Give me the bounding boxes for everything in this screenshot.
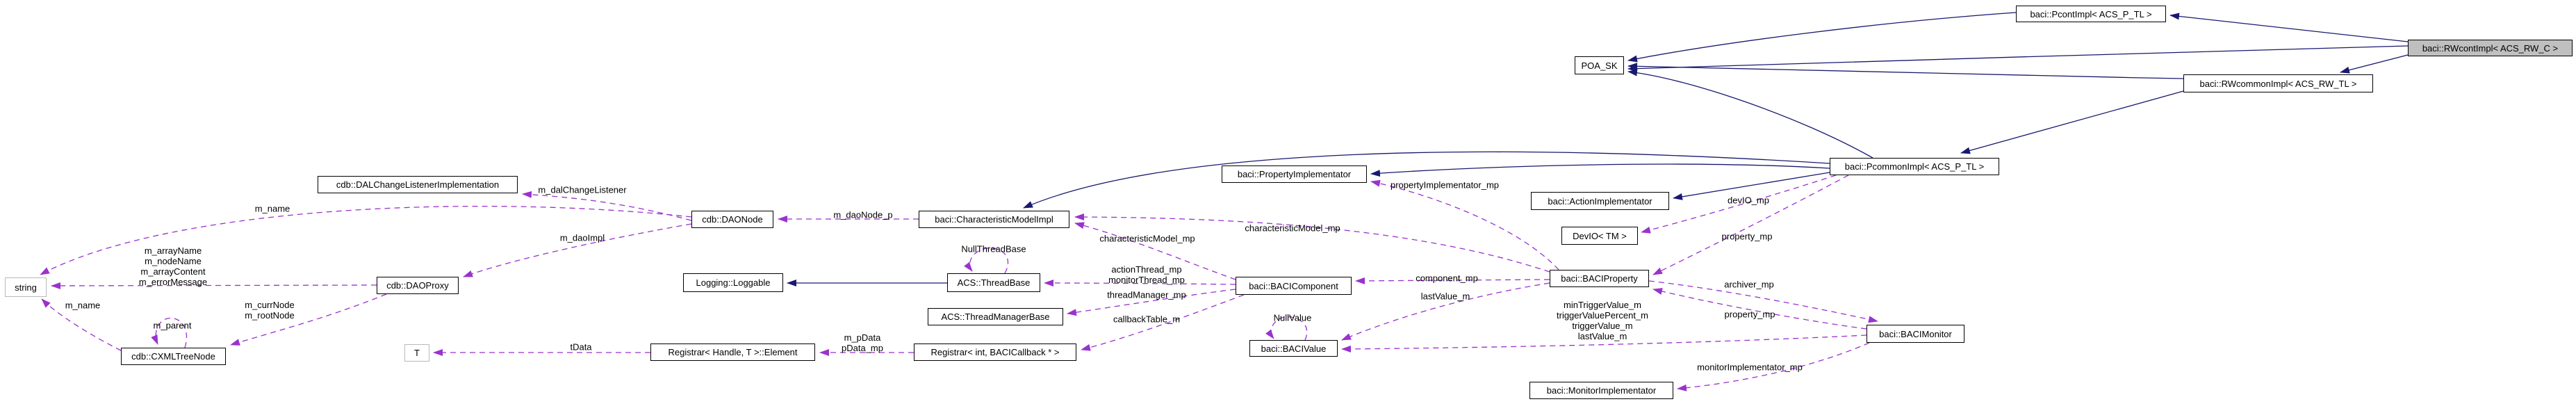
class-node-t[interactable]: T <box>404 344 429 362</box>
edge-rwcont-impl-to-poa-sk <box>1627 45 2409 72</box>
edge-baci-property-to-characteristic-model-impl <box>1074 213 1550 273</box>
edge-dao-proxy-to-cxml-tree-node <box>230 293 387 346</box>
edge-label: m_daoNode_p <box>833 209 893 220</box>
class-node-registrar-int[interactable]: Registrar< int, BACICallback * > <box>914 344 1076 361</box>
edge-label: m_pData pData_mp <box>842 332 883 353</box>
class-node-rwcont-impl[interactable]: baci::RWcontImpl< ACS_RW_C > <box>2408 40 2573 56</box>
class-node-thread-manager-base[interactable]: ACS::ThreadManagerBase <box>928 308 1063 325</box>
class-node-baci-monitor[interactable]: baci::BACIMonitor <box>1867 325 1964 343</box>
class-node-baci-value[interactable]: baci::BACIValue <box>1249 340 1338 357</box>
edge-baci-component-to-registrar-int <box>1081 294 1245 351</box>
edge-pcommon-impl-to-property-implementator <box>1370 163 1830 177</box>
class-node-baci-component[interactable]: baci::BACIComponent <box>1236 277 1352 295</box>
edge-baci-property-to-baci-component <box>1355 277 1550 284</box>
edge-label: component_mp <box>1416 273 1478 284</box>
edge-baci-property-to-baci-monitor <box>1648 280 1878 323</box>
edge-label: archiver_mp <box>1724 279 1774 290</box>
edge-label: NullThreadBase <box>961 243 1026 254</box>
class-node-dao-node[interactable]: cdb::DAONode <box>691 211 773 228</box>
class-node-string[interactable]: string <box>5 277 47 297</box>
edge-label: propertyImplementator_mp <box>1390 179 1500 191</box>
edge-label: m_parent <box>153 320 192 331</box>
edge-baci-monitor-to-baci-value <box>1341 334 1867 353</box>
edge-pcommon-impl-to-baci-property <box>1652 175 1849 275</box>
class-node-pcont-impl[interactable]: baci::PcontImpl< ACS_P_TL > <box>2016 6 2166 22</box>
class-node-monitor-implementator[interactable]: baci::MonitorImplementator <box>1529 382 1673 399</box>
edge-label: minTriggerValue_m triggerValuePercent_m … <box>1557 300 1648 341</box>
edge-label: property_mp <box>1721 231 1773 242</box>
edge-baci-property-to-baci-value <box>1341 282 1550 341</box>
edge-rwcommon-impl-to-pcommon-impl <box>1960 90 2184 154</box>
edge-label: characteristicModel_mp <box>1245 223 1340 234</box>
edge-label: devIO_mp <box>1728 195 1769 206</box>
class-node-registrar-element[interactable]: Registrar< Handle, T >::Element <box>650 344 815 361</box>
edge-baci-monitor-to-monitor-implementator <box>1677 342 1870 391</box>
edge-baci-property-to-property-implementator <box>1370 179 1559 270</box>
edge-label: threadManager_mp <box>1107 289 1186 300</box>
edge-cxml-tree-node-to-string <box>41 298 122 351</box>
edge-label: tData <box>570 341 592 353</box>
edge-baci-component-to-characteristic-model-impl <box>1074 222 1236 280</box>
class-node-dao-proxy[interactable]: cdb::DAOProxy <box>377 277 459 294</box>
edge-label: m_dalChangeListener <box>538 184 627 195</box>
class-node-rwcommon-impl[interactable]: baci::RWcommonImpl< ACS_RW_TL > <box>2183 74 2373 92</box>
edge-label: m_arrayName m_nodeName m_arrayContent m_… <box>138 245 208 287</box>
edge-label: actionThread_mp monitorThread_mp <box>1108 264 1185 285</box>
edge-pcommon-impl-to-action-implementator <box>1673 172 1830 200</box>
edge-label: m_currNode m_rootNode <box>245 300 295 321</box>
edge-label: m_name <box>254 203 290 214</box>
edge-rwcont-impl-to-pcont-impl <box>2169 13 2409 42</box>
class-node-poa-sk[interactable]: POA_SK <box>1575 56 1624 74</box>
edge-baci-value-to-baci-value <box>1265 316 1308 341</box>
class-node-baci-property[interactable]: baci::BACIProperty <box>1550 270 1649 287</box>
edge-rwcommon-impl-to-poa-sk <box>1627 63 2184 79</box>
edge-pcommon-impl-to-characteristic-model-impl <box>1023 151 1830 209</box>
class-node-property-implementator[interactable]: baci::PropertyImplementator <box>1222 165 1367 183</box>
edge-baci-monitor-to-baci-property <box>1652 288 1867 330</box>
edge-dao-proxy-to-string <box>51 282 377 289</box>
edge-label: characteristicModel_mp <box>1099 233 1195 244</box>
class-node-devio[interactable]: DevIO< TM > <box>1561 227 1638 245</box>
edge-dao-node-to-dao-proxy <box>463 223 692 277</box>
class-node-dal-change-listener[interactable]: cdb::DALChangeListenerImplementation <box>318 176 518 193</box>
edge-rwcont-impl-to-rwcommon-impl <box>2340 54 2409 74</box>
class-node-thread-base[interactable]: ACS::ThreadBase <box>947 273 1040 292</box>
edge-pcont-impl-to-poa-sk <box>1627 12 2017 63</box>
class-node-characteristic-model-impl[interactable]: baci::CharacteristicModelImpl <box>919 211 1069 228</box>
edge-label: property_mp <box>1724 309 1775 320</box>
edge-baci-component-to-thread-manager-base <box>1067 289 1236 316</box>
class-node-cxml-tree-node[interactable]: cdb::CXMLTreeNode <box>121 348 226 365</box>
edge-label: NullValue <box>1273 312 1312 323</box>
edge-dao-node-to-string <box>40 205 692 275</box>
edge-label: callbackTable_m <box>1113 314 1181 325</box>
edge-label: m_name <box>65 300 101 311</box>
edge-label: m_daoImpl <box>559 232 605 243</box>
class-node-pcommon-impl[interactable]: baci::PcommonImpl< ACS_P_TL > <box>1830 158 1999 175</box>
edge-label: monitorImplementator_mp <box>1697 362 1803 373</box>
class-node-action-implementator[interactable]: baci::ActionImplementator <box>1531 192 1669 210</box>
edge-pcommon-impl-to-devio <box>1641 175 1837 234</box>
edge-cxml-tree-node-to-cxml-tree-node <box>151 317 187 348</box>
edge-label: lastValue_m <box>1420 291 1470 302</box>
edge-pcommon-impl-to-poa-sk <box>1627 69 1873 159</box>
edge-baci-component-to-thread-base <box>1044 280 1236 287</box>
edge-dao-node-to-dal-change-listener <box>522 191 692 221</box>
edge-thread-base-to-thread-base <box>964 248 1009 274</box>
class-node-loggable[interactable]: Logging::Loggable <box>683 273 783 292</box>
